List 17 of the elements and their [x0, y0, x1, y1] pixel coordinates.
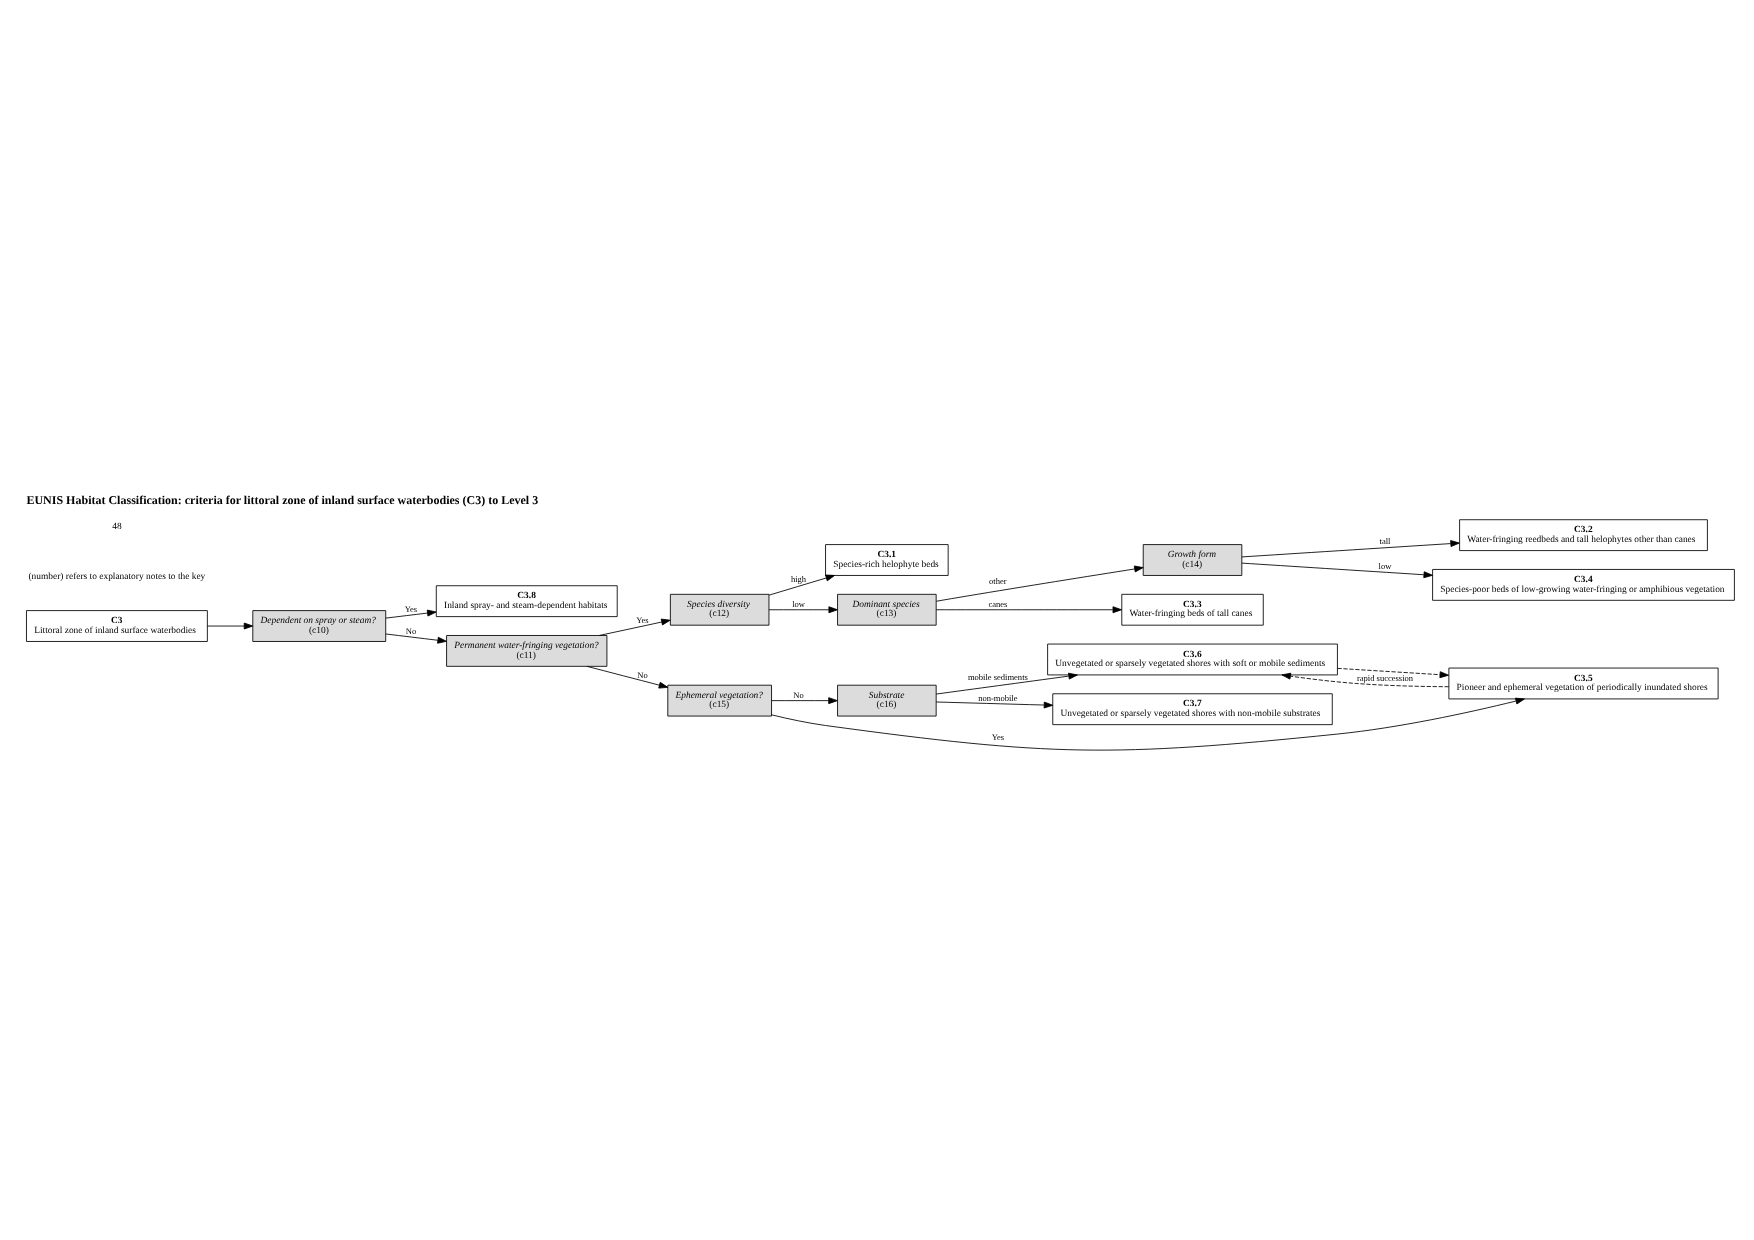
arrow	[768, 573, 835, 595]
arrow	[771, 696, 838, 704]
arrow	[935, 564, 1144, 601]
arrow	[1337, 666, 1450, 678]
arrow	[1241, 539, 1460, 557]
arrow	[935, 671, 1078, 694]
arrow	[1241, 561, 1433, 578]
arrow	[771, 696, 1525, 750]
arrow	[207, 621, 254, 629]
arrow	[935, 700, 1054, 708]
arrow	[586, 664, 669, 688]
arrow	[385, 632, 447, 643]
arrow	[768, 605, 838, 613]
arrow	[1281, 671, 1450, 687]
arrow	[598, 617, 671, 635]
arrow	[385, 608, 437, 618]
arrow	[935, 605, 1122, 613]
